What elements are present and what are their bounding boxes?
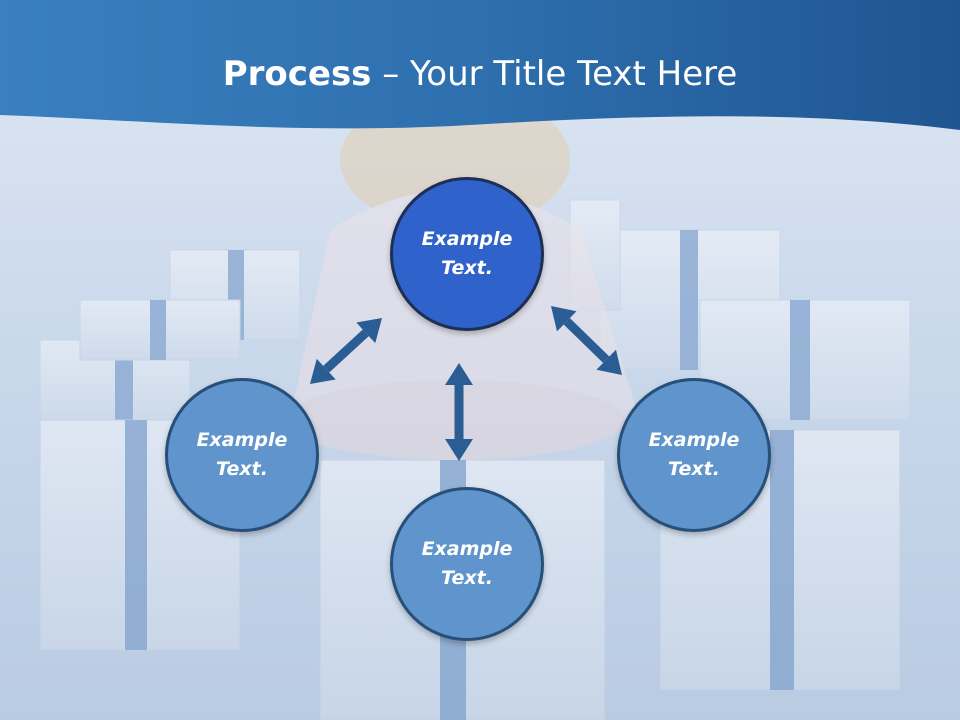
process-node-left-label: Example Text. xyxy=(196,429,288,480)
process-node-right-label: Example Text. xyxy=(648,429,740,480)
process-node-top-label: Example Text. xyxy=(421,228,513,279)
header-banner xyxy=(0,0,960,130)
slide-title-bold: Process xyxy=(222,54,372,94)
process-node-left[interactable]: Example Text. xyxy=(165,378,319,532)
process-node-bottom[interactable]: Example Text. xyxy=(390,487,544,641)
slide-title: Process – Your Title Text Here xyxy=(0,52,960,96)
arrow-top-left xyxy=(310,318,382,384)
slide-title-rest: – Your Title Text Here xyxy=(371,54,738,94)
process-node-bottom-label: Example Text. xyxy=(421,538,513,589)
arrow-top-right xyxy=(551,306,622,375)
process-node-right[interactable]: Example Text. xyxy=(617,378,771,532)
process-node-top[interactable]: Example Text. xyxy=(390,177,544,331)
arrow-vertical xyxy=(445,363,473,461)
